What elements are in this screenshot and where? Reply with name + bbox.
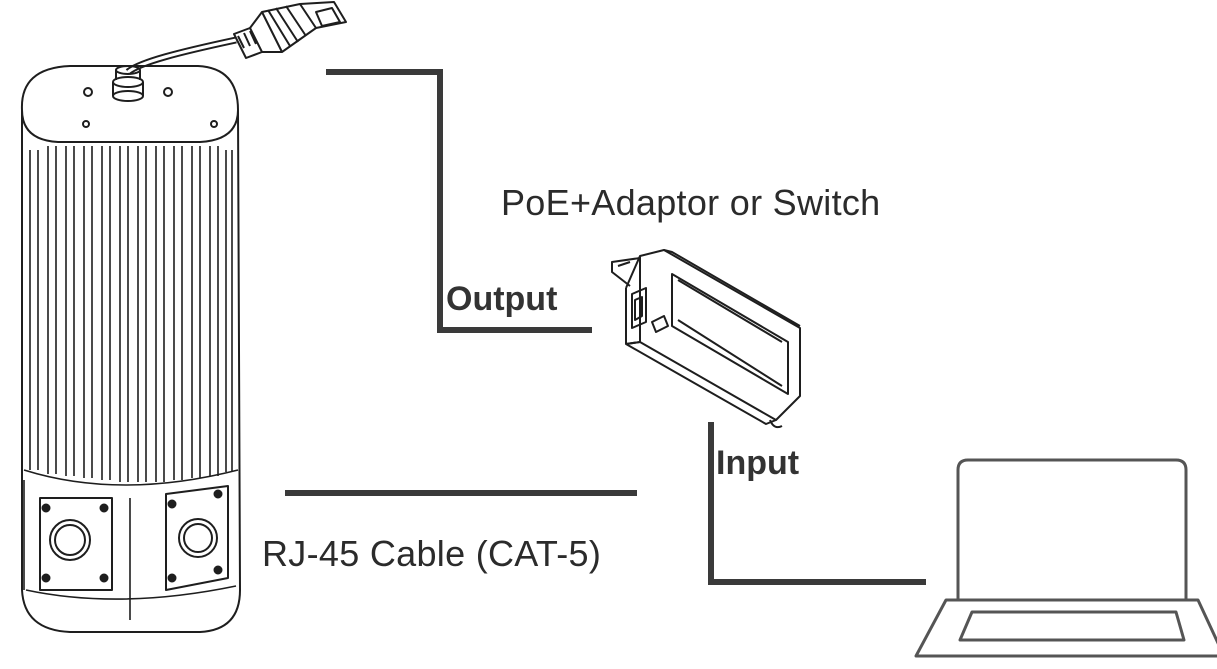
camera-port-right — [165, 485, 229, 591]
laptop — [914, 458, 1217, 658]
laptop-base — [914, 598, 1217, 658]
laptop-trackpad — [958, 610, 1186, 642]
input-line — [708, 422, 926, 585]
input-label: Input — [716, 444, 800, 482]
rj45-plug — [233, 1, 347, 59]
poe-adaptor — [611, 249, 801, 429]
camera-fins — [23, 146, 239, 486]
rj45-cable-label: RJ-45 Cable (CAT-5) — [262, 533, 602, 574]
output-label: Output — [446, 280, 558, 318]
connection-lines — [285, 69, 926, 585]
camera-port-left — [39, 497, 113, 591]
laptop-screen — [956, 458, 1188, 602]
camera-unit — [20, 1, 347, 633]
adaptor-title-label: PoE+Adaptor or Switch — [501, 182, 881, 223]
cable-gland — [112, 65, 144, 102]
output-line — [326, 69, 592, 333]
